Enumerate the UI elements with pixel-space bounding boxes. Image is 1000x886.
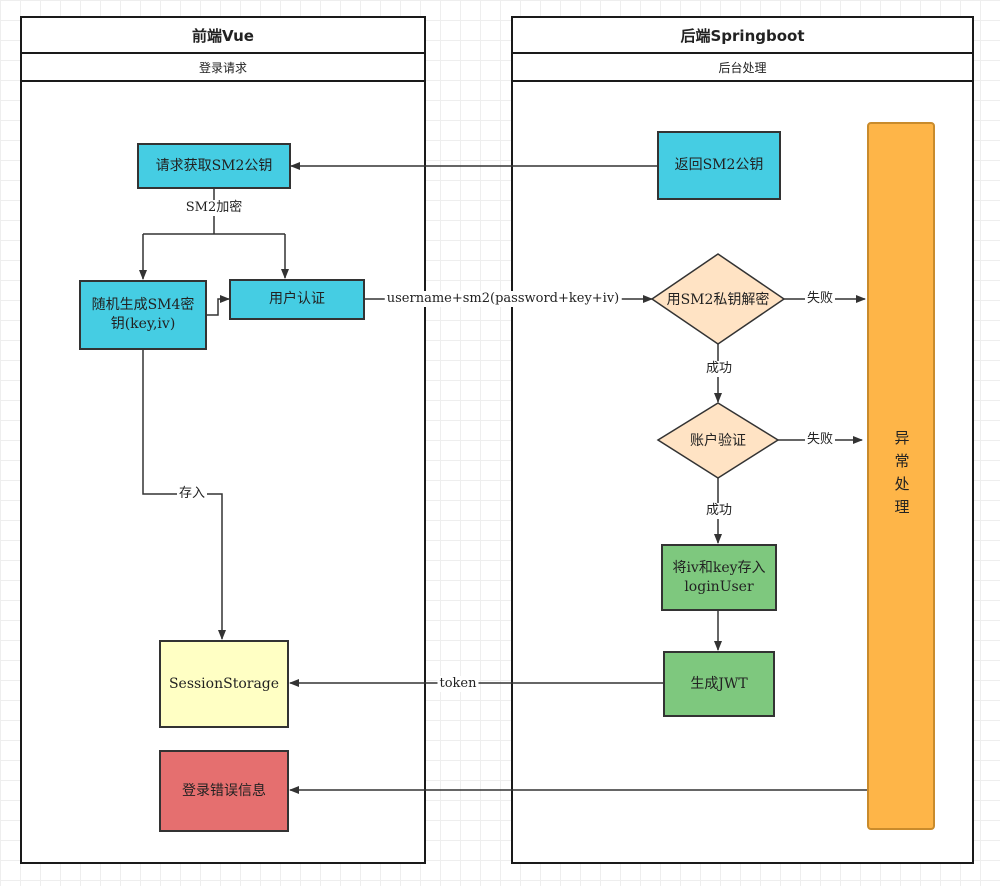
frontend-lane-title: 前端Vue <box>22 18 424 54</box>
request-pubkey-node: 请求获取SM2公钥 <box>137 143 291 189</box>
login-error-node: 登录错误信息 <box>159 750 289 832</box>
frontend-lane-subtitle: 登录请求 <box>22 54 424 82</box>
edge-random-to-auth <box>207 295 230 316</box>
success-label-2: 成功 <box>703 503 735 519</box>
generate-jwt-node: 生成JWT <box>663 651 775 717</box>
return-pubkey-node: 返回SM2公钥 <box>657 131 781 200</box>
user-auth-node: 用户认证 <box>229 279 365 320</box>
store-login-user-node: 将iv和key存入loginUser <box>661 544 777 611</box>
token-label: token <box>437 676 479 692</box>
fail-label-2: 失败 <box>804 432 836 448</box>
exception-handling-node: 异常处理 <box>867 122 935 830</box>
backend-lane-title: 后端Springboot <box>513 18 972 54</box>
backend-lane-subtitle: 后台处理 <box>513 54 972 82</box>
payload-label: username+sm2(password+key+iv) <box>384 291 622 307</box>
decrypt-diamond <box>650 253 786 345</box>
account-verify-diamond <box>656 402 780 479</box>
store-in-label: 存入 <box>176 486 208 502</box>
session-storage-node: SessionStorage <box>159 640 289 728</box>
random-sm4-node: 随机生成SM4密钥(key,iv) <box>79 280 207 350</box>
success-label-1: 成功 <box>703 361 735 377</box>
sm2-encrypt-label: SM2加密 <box>183 200 245 216</box>
fail-label-1: 失败 <box>804 291 836 307</box>
